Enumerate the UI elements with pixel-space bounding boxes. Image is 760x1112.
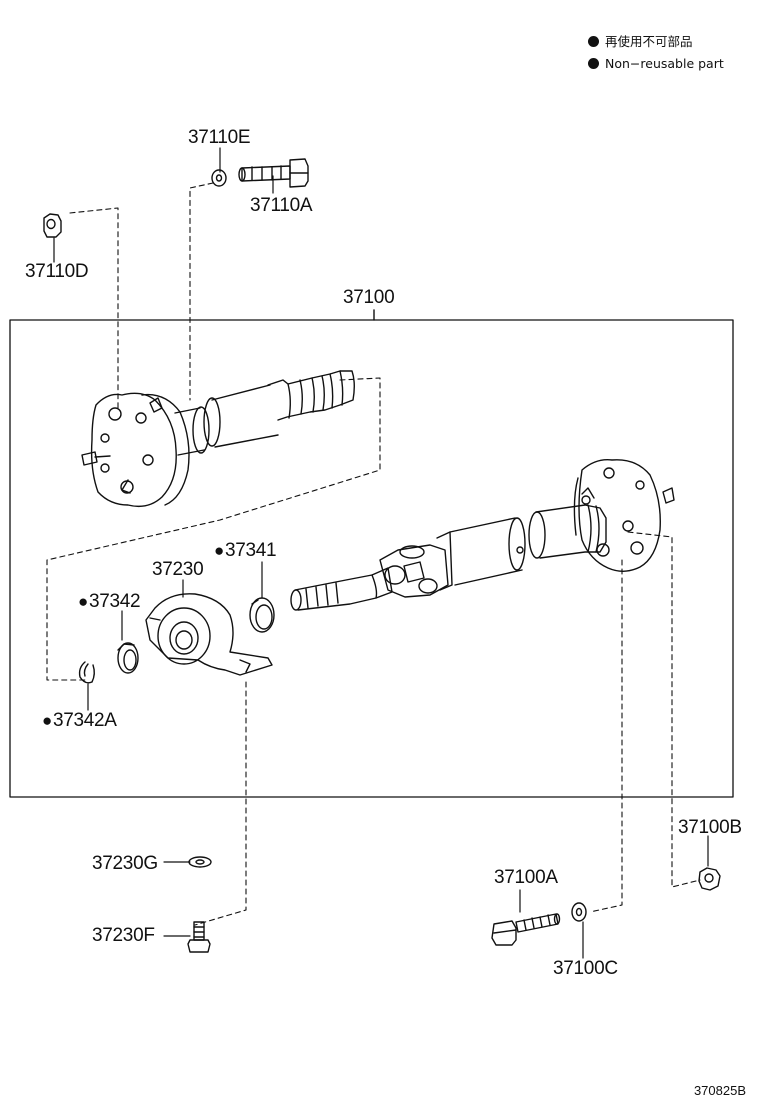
part-label-37110A: 37110A xyxy=(250,195,313,216)
non-reusable-marker-icon xyxy=(588,36,599,47)
part-label-37100: 37100 xyxy=(343,287,395,308)
part-label-37230: 37230 xyxy=(152,559,204,580)
non-reusable-marker-icon xyxy=(588,58,599,69)
seal-37342 xyxy=(117,642,139,674)
part-label-37110D: 37110D xyxy=(25,261,89,282)
bolt-37110A xyxy=(238,158,309,188)
washer-37110E xyxy=(211,169,227,187)
snap-ring-37342A xyxy=(78,661,95,684)
part-label-37110E: 37110E xyxy=(188,127,251,148)
part-label-37342: 37342 xyxy=(78,592,141,611)
solid-leader-lines xyxy=(53,147,709,959)
part-label-37100A: 37100A xyxy=(494,867,558,888)
dashed-leader-lines xyxy=(46,182,701,926)
washer-37100C xyxy=(571,902,587,922)
rear-flexible-coupling xyxy=(573,459,675,572)
bolt-37100A xyxy=(491,913,561,946)
universal-joint xyxy=(379,544,449,598)
legend-non-reusable-jp: 再使用不可部品 xyxy=(588,34,693,49)
center-bearing-37230 xyxy=(145,593,273,676)
legend-en-text: Non−reusable part xyxy=(605,56,724,71)
part-label-37100C: 37100C xyxy=(553,958,618,979)
legend-jp-text: 再使用不可部品 xyxy=(605,34,693,49)
part-label-37341: 37341 xyxy=(214,541,277,560)
front-stub-shaft xyxy=(174,370,355,456)
part-label-37230G: 37230G xyxy=(92,853,158,874)
bolt-37230F xyxy=(187,921,211,953)
nut-37110D xyxy=(43,213,62,238)
washer-37230G xyxy=(188,856,212,868)
front-flexible-coupling xyxy=(81,392,190,508)
propeller-tube xyxy=(436,517,526,591)
seal-37341 xyxy=(249,597,275,633)
nut-37100B xyxy=(698,867,721,891)
part-label-37100B: 37100B xyxy=(678,817,742,838)
splined-yoke-shaft xyxy=(290,567,393,611)
assembly-frame-37100 xyxy=(9,309,734,798)
part-label-37342A: 37342A xyxy=(42,711,117,730)
legend-non-reusable-en: Non−reusable part xyxy=(588,56,724,71)
rear-stub-shaft xyxy=(528,504,607,559)
diagram-reference-number: 370825B xyxy=(693,1083,746,1098)
part-label-37230F: 37230F xyxy=(92,925,155,946)
